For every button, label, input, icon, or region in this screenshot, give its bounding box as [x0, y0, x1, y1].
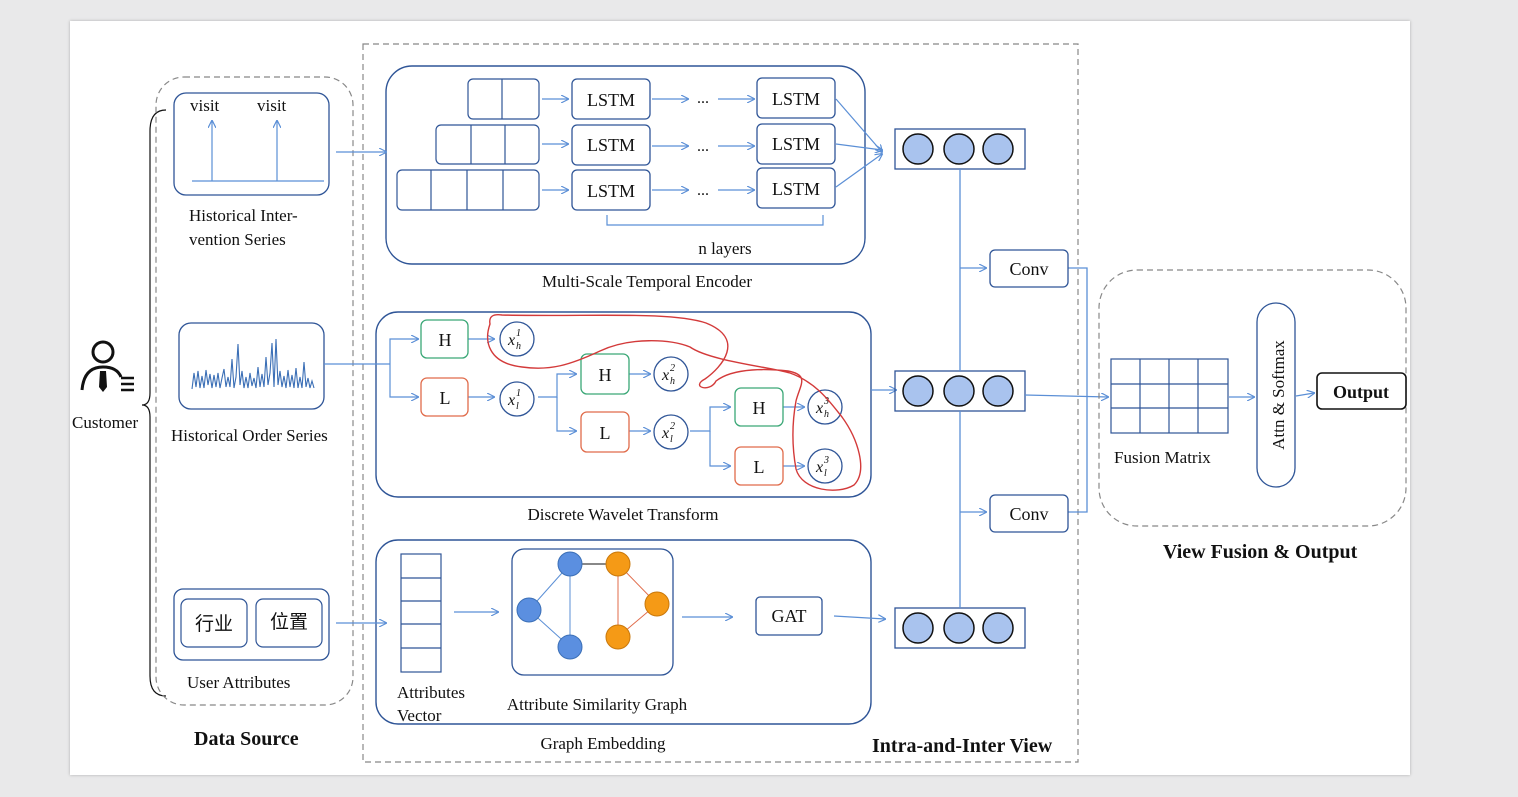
attribute-industry-box: [180, 598, 248, 648]
attribute-industry: 行业: [195, 613, 233, 635]
lstm-cell: LSTM: [587, 181, 635, 201]
customer-icon: [80, 340, 134, 392]
highlight-curve: [487, 314, 862, 491]
intervention-label-line2: vention Series: [189, 230, 286, 249]
order-series-chart: [178, 322, 325, 410]
attributes-vector: [400, 553, 442, 673]
temporal-encoder-title: Multi-Scale Temporal Encoder: [542, 272, 752, 291]
output-label: Output: [1333, 382, 1389, 402]
fusion-matrix-label: Fusion Matrix: [1114, 448, 1211, 467]
low-pass-filter: L: [440, 388, 451, 408]
lstm-cell: LSTM: [772, 89, 820, 109]
svg-text:x: x: [815, 400, 823, 417]
wavelet-box: [375, 311, 872, 498]
attributes-vector-label-line2: Vector: [397, 706, 442, 725]
data-source-box: [155, 76, 354, 706]
data-source-title: Data Source: [194, 728, 299, 750]
high-pass-filter: H: [599, 365, 612, 385]
intervention-label-line1: Historical Inter-: [189, 206, 298, 225]
lstm-cell: LSTM: [772, 134, 820, 154]
conv-box-top: [989, 249, 1069, 288]
conv-box-bottom: [989, 494, 1069, 533]
user-attributes-box: [173, 588, 330, 661]
lstm-arrows: [336, 99, 882, 190]
wavelet-coefficient-nodes: [499, 321, 843, 484]
lstm-cell: LSTM: [772, 179, 820, 199]
gat-label: GAT: [772, 606, 807, 626]
user-attributes-label: User Attributes: [187, 673, 290, 692]
svg-text:1: 1: [516, 328, 521, 339]
fusion-title: View Fusion & Output: [1163, 541, 1358, 563]
svg-text:l: l: [516, 401, 519, 412]
conv-label: Conv: [1009, 504, 1048, 524]
embedding-vectors: [894, 128, 1026, 649]
svg-text:l: l: [824, 468, 827, 479]
customer-label: Customer: [72, 413, 138, 432]
order-series-label: Historical Order Series: [171, 426, 328, 445]
attribute-location-box: [255, 598, 323, 648]
intervention-chart: [173, 92, 330, 196]
conv-label: Conv: [1009, 259, 1048, 279]
attn-softmax-label: Attn & Softmax: [1269, 340, 1288, 450]
wavelet-filter-boxes: [420, 319, 784, 486]
customer-brace: [141, 109, 167, 697]
graph-embedding-box: [375, 539, 872, 725]
svg-text:l: l: [670, 434, 673, 445]
low-pass-filter: L: [754, 457, 765, 477]
svg-text:3: 3: [823, 455, 829, 466]
svg-text:2: 2: [670, 363, 675, 374]
intra-inter-title: Intra-and-Inter View: [872, 735, 1053, 757]
attributes-vector-label-line1: Attributes: [397, 683, 465, 702]
svg-text:x: x: [507, 332, 515, 349]
output-box: [1316, 372, 1407, 410]
view-connectors: [959, 169, 1108, 608]
attn-softmax-box: [1256, 302, 1296, 488]
diagram-canvas: Customer visit visit Historical Inter- v…: [70, 21, 1410, 775]
similarity-graph: [511, 548, 674, 676]
lstm-cell-boxes: [571, 77, 836, 211]
wavelet-arrows: [324, 339, 896, 466]
visit-label-1: visit: [190, 96, 220, 115]
high-pass-filter: H: [439, 330, 452, 350]
svg-text:h: h: [670, 376, 675, 387]
low-pass-filter: L: [600, 423, 611, 443]
high-pass-filter: H: [753, 398, 766, 418]
lstm-cell: LSTM: [587, 90, 635, 110]
input-windows: [396, 78, 540, 211]
layers-bracket: [606, 215, 824, 226]
gat-box: [755, 596, 823, 636]
lstm-cell: LSTM: [587, 135, 635, 155]
ellipsis: ...: [697, 138, 709, 155]
svg-text:3: 3: [823, 396, 829, 407]
attribute-location: 位置: [270, 611, 308, 633]
ellipsis: ...: [697, 90, 709, 107]
svg-text:x: x: [815, 459, 823, 476]
svg-text:x: x: [661, 425, 669, 442]
svg-text:x: x: [661, 367, 669, 384]
architecture-diagram: Customer visit visit Historical Inter- v…: [72, 43, 1407, 763]
svg-text:2: 2: [670, 421, 675, 432]
fusion-matrix: [1110, 358, 1229, 434]
svg-text:h: h: [824, 409, 829, 420]
visit-label-2: visit: [257, 96, 287, 115]
svg-text:h: h: [516, 341, 521, 352]
similarity-graph-label: Attribute Similarity Graph: [507, 695, 688, 714]
svg-text:1: 1: [516, 388, 521, 399]
temporal-encoder-box: [385, 65, 866, 265]
intra-inter-box: [362, 43, 1079, 763]
graph-embedding-title: Graph Embedding: [540, 734, 666, 753]
n-layers-label: n layers: [698, 239, 751, 258]
ellipsis: ...: [697, 182, 709, 199]
wavelet-title: Discrete Wavelet Transform: [528, 505, 719, 524]
svg-text:x: x: [507, 392, 515, 409]
